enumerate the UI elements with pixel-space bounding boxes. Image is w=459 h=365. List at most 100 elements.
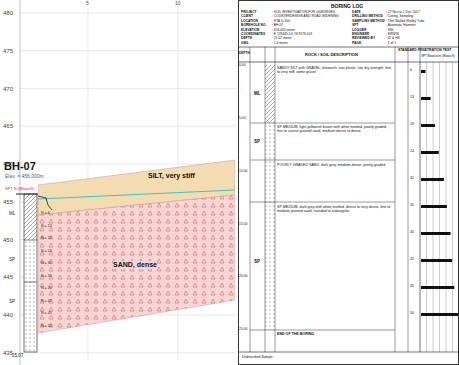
label-text: END OF THE BORING	[277, 333, 392, 337]
sand-layer: SAND, dense	[38, 193, 235, 337]
label-text: 45	[410, 285, 414, 289]
label-text: SP	[9, 258, 15, 263]
label-text: DEPTH	[239, 52, 250, 56]
label-text: : 456.000 meter	[272, 29, 295, 33]
label-text: 50	[410, 312, 414, 316]
label-text: ML	[9, 212, 15, 217]
spt-bar	[421, 205, 447, 208]
label-text: 42	[410, 258, 414, 262]
table-line	[238, 352, 459, 353]
label-text: LOGGER	[352, 29, 366, 33]
table-line	[238, 62, 459, 63]
label-text: 40	[410, 231, 414, 235]
label-text: : E 178445.13 / N 9176 001	[272, 33, 312, 37]
label-text: N = 6	[41, 212, 50, 216]
label-text: SPT N (Blows/ft)	[5, 187, 35, 191]
label-text: : Thin Walled Shelby Tube	[386, 20, 424, 24]
label-text: 13	[410, 96, 414, 100]
table-line	[250, 47, 251, 352]
grid-line	[20, 88, 236, 89]
soil-graphic	[265, 123, 275, 330]
label-text: DRILLING METHOD	[352, 15, 383, 19]
label-text: 455	[3, 199, 13, 206]
label-text: PROJECT	[241, 11, 257, 15]
label-text: 20.00	[239, 275, 248, 279]
label-text: DATE	[352, 11, 361, 15]
label-text: 25.00	[239, 328, 248, 332]
label-text: : SOIL INVESTIGATION FOR GUNDRUES	[272, 11, 335, 15]
label-text: COORDINATES	[241, 33, 265, 37]
table-line	[238, 47, 459, 48]
table-line	[408, 47, 409, 352]
label-text: 15.00	[239, 223, 248, 227]
table-line	[452, 62, 453, 352]
spt-bar	[421, 286, 454, 289]
label-text: POORLY GRADED SAND, dark grey, medium de…	[277, 164, 392, 168]
label-text: STANDARD PENETRATION TEST	[398, 49, 451, 53]
label-text: SPT Blowcount (Blows/ft)	[421, 55, 455, 58]
spt-bar	[421, 259, 452, 262]
label-text: N = 19	[41, 237, 52, 241]
label-text: SPT	[352, 24, 358, 28]
label-text: 31	[410, 177, 414, 181]
label-text: N = 31	[41, 262, 52, 266]
label-text: : COUNTERDESIGN AND ROAD WIDENING	[272, 15, 339, 19]
grid-line	[20, 13, 236, 14]
label-text: : 27 Nov to 1 Dec 2017	[386, 11, 420, 15]
label-text: CLIENT	[241, 15, 253, 19]
label-text: ELEVATION	[241, 29, 259, 33]
spt-bar	[421, 97, 431, 100]
label-text: ROCK / SOIL DESCRIPTION	[305, 53, 358, 57]
label-text: 450	[3, 237, 13, 244]
grid-line	[20, 126, 236, 127]
label-text: N = 50	[41, 325, 52, 329]
label-text: 6	[410, 69, 412, 73]
node-text: SILT, very stiff	[148, 172, 195, 180]
label-text: : 1.4 meter	[272, 42, 288, 46]
label-text: GWL	[241, 42, 249, 46]
label-text: SP	[254, 140, 260, 145]
label-text: 480	[3, 10, 13, 17]
grid-line	[20, 352, 236, 353]
label-text: : SNI	[386, 29, 393, 33]
label-text: : Automatic Hammer	[386, 24, 416, 28]
label-text: : ERWIN	[386, 33, 399, 37]
label-text: ENGINEER	[352, 33, 369, 37]
label-text: 5.00	[239, 117, 246, 121]
label-text: 0.00	[239, 64, 246, 68]
label-text: : STA 3+200	[272, 20, 290, 24]
label-text: ML	[254, 92, 261, 97]
label-text: DEPTH	[241, 37, 252, 41]
label-text: N = 45	[41, 312, 52, 316]
label-text: 440	[3, 312, 13, 319]
label-text: REVIEWED BY	[352, 37, 375, 41]
label-text: PAGE	[352, 42, 361, 46]
label-text: 25.07	[12, 354, 23, 359]
label-text: N = 40	[41, 287, 52, 291]
soil-graphic	[265, 65, 275, 123]
label-text: 445	[3, 274, 13, 281]
table-line	[420, 47, 421, 352]
label-text: N = 42	[41, 300, 52, 304]
node-text: BORING LOG	[331, 4, 363, 10]
label-text: SP	[9, 300, 15, 305]
label-text: 24	[410, 150, 414, 154]
spt-bar	[421, 313, 458, 316]
label-text: SP-MEDIUM, light yellowish brown with wh…	[277, 126, 392, 134]
label-text: 10	[175, 1, 181, 7]
table-line	[420, 62, 421, 352]
label-text: : 1 of 1	[386, 42, 396, 46]
label-text: 5	[86, 1, 89, 7]
spt-bar	[421, 151, 439, 154]
label-text: : ID & HS	[386, 37, 400, 41]
label-text: BOREHOLE NO.	[241, 24, 266, 28]
label-text: 35	[410, 204, 414, 208]
spt-bar	[421, 178, 444, 181]
label-text: 19	[410, 123, 414, 127]
label-text: N = 13	[41, 225, 52, 229]
label-text: SANDY SILT with GRAVEL, brownish, non pl…	[277, 67, 392, 75]
table-line	[395, 47, 396, 352]
node-text: Elev. = 456.000m	[5, 174, 44, 180]
label-text: N = 35	[41, 275, 52, 279]
